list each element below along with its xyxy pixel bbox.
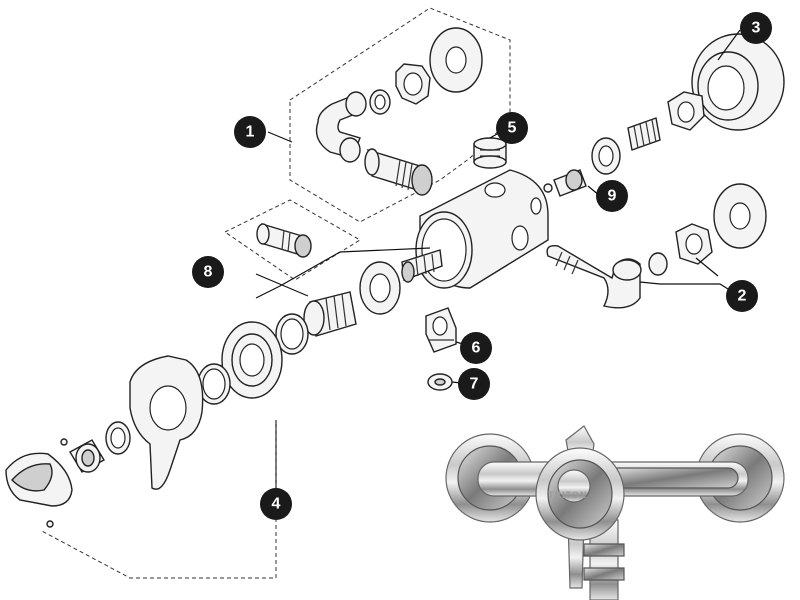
callout-number: 9 bbox=[608, 188, 617, 205]
right-valve-seat bbox=[591, 137, 621, 175]
callout-6: 6 bbox=[460, 332, 492, 364]
right-shroud bbox=[691, 33, 785, 131]
callout-number: 1 bbox=[246, 124, 255, 141]
callout-number: 2 bbox=[738, 288, 747, 305]
callout-5: 5 bbox=[496, 112, 528, 144]
olive-upper bbox=[369, 89, 391, 115]
callout-4: 4 bbox=[260, 488, 292, 520]
valve-body bbox=[415, 169, 549, 289]
left-o-ring bbox=[275, 313, 309, 355]
washer-small bbox=[427, 373, 453, 391]
hex-adapter bbox=[425, 307, 457, 353]
right-nut bbox=[667, 91, 705, 131]
callout-1: 1 bbox=[234, 116, 266, 148]
callout-badge-circle bbox=[234, 116, 266, 148]
photo-brand-mark: TRITON bbox=[548, 490, 587, 500]
callout-number: 4 bbox=[272, 496, 281, 513]
right-elbow-group bbox=[546, 183, 767, 309]
top-plug bbox=[473, 137, 507, 169]
callout-number: 8 bbox=[204, 264, 213, 281]
temperature-knob bbox=[5, 452, 73, 528]
left-threaded-sleeve bbox=[303, 291, 357, 337]
inlet-connector-upper bbox=[364, 148, 433, 196]
callout-2: 2 bbox=[726, 280, 758, 312]
control-lever bbox=[129, 355, 204, 490]
inlet-connector-lower bbox=[256, 223, 312, 258]
right-lower-nut bbox=[675, 223, 713, 265]
left-nut-upper bbox=[359, 261, 401, 315]
callout-number: 3 bbox=[752, 20, 761, 37]
lever-adapter bbox=[60, 438, 105, 473]
callout-badge-circle bbox=[740, 12, 772, 44]
callout-badge-circle bbox=[596, 180, 628, 212]
callout-badge-circle bbox=[496, 112, 528, 144]
callout-badge-circle bbox=[458, 368, 490, 400]
loose-parts bbox=[425, 307, 457, 391]
group-1-parts bbox=[256, 27, 483, 258]
elbow-fitting-upper bbox=[315, 91, 367, 163]
group-1-inlet-kit-frame bbox=[224, 7, 511, 281]
callout-number: 5 bbox=[508, 120, 517, 137]
callout-3: 3 bbox=[740, 12, 772, 44]
callout-badge-circle bbox=[260, 488, 292, 520]
callout-9: 9 bbox=[596, 180, 628, 212]
right-elbow bbox=[546, 245, 642, 309]
left-shroud bbox=[221, 321, 283, 399]
callout-number: 7 bbox=[470, 376, 479, 393]
wall-flange-upper bbox=[429, 27, 483, 93]
callout-badge-circle bbox=[192, 256, 224, 288]
photo-control-knob: TRITON bbox=[535, 447, 625, 541]
callout-8: 8 bbox=[192, 256, 224, 288]
callout-badge-circle bbox=[460, 332, 492, 364]
right-parts bbox=[543, 33, 785, 197]
callout-badge-circle bbox=[726, 280, 758, 312]
right-wall-flange bbox=[713, 183, 767, 249]
callout-badges: 1 2 3 4 5 6 7 8 9 bbox=[192, 12, 772, 520]
check-valve bbox=[543, 169, 587, 197]
callout-7: 7 bbox=[458, 368, 490, 400]
cartridge-spindle bbox=[401, 249, 443, 283]
callout-number: 6 bbox=[472, 340, 481, 357]
compression-nut-upper bbox=[395, 63, 431, 105]
left-ring bbox=[197, 363, 231, 405]
left-parts bbox=[5, 261, 401, 528]
lever-ring bbox=[105, 421, 131, 455]
product-photo: TRITON bbox=[440, 420, 800, 600]
right-olive bbox=[648, 252, 668, 276]
right-spring bbox=[627, 117, 661, 151]
